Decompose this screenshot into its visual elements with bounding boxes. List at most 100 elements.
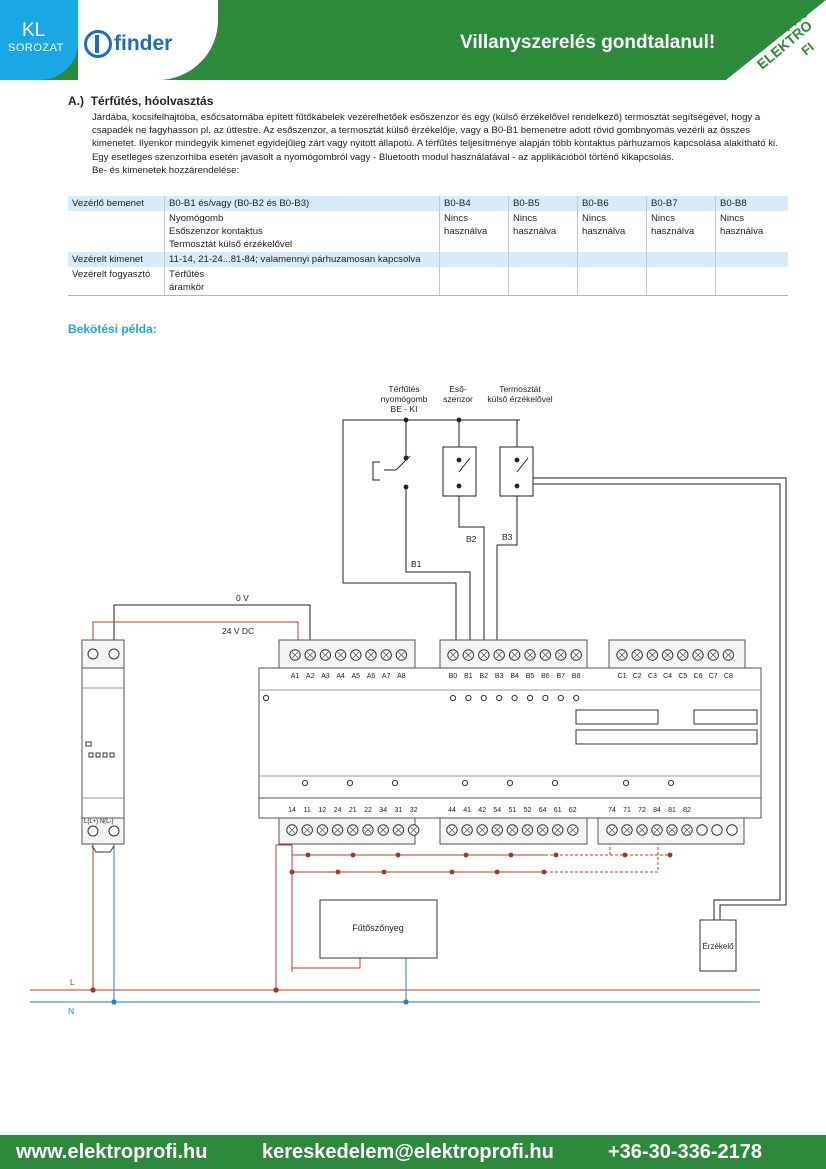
terminal-label-61: 61 (554, 807, 562, 814)
finder-logo-icon (84, 30, 112, 58)
live-label: L (70, 977, 75, 987)
terminal-label-74: 74 (608, 807, 616, 814)
page-footer: www.elektroprofi.hu kereskedelem@elektro… (0, 1135, 826, 1169)
terminal-screw-slot (572, 651, 580, 659)
terminal-label-72: 72 (638, 807, 646, 814)
terminal-screw-slot (494, 826, 501, 834)
psu-terminal-label: L(L+) N(L-) (84, 819, 114, 825)
junction-dot (90, 987, 96, 993)
junction-dot (456, 417, 462, 423)
terminal-screw-slot (306, 651, 314, 659)
table-cell (508, 252, 578, 267)
table-cell: B0-B6 (577, 196, 647, 211)
external-sensor-box (699, 919, 737, 972)
terminal-screw-slot (623, 826, 631, 834)
table-cell (715, 252, 788, 267)
junction-dot (514, 457, 520, 463)
status-led (573, 694, 580, 702)
junction-dot (541, 869, 547, 875)
junction-dot (456, 457, 462, 463)
thermostat-label-2: külső érzékelővel (487, 394, 552, 404)
status-led (346, 779, 354, 787)
table-row: Vezérelt fogyasztó Térfűtés áramkör (68, 267, 788, 296)
terminal-label-82: 82 (683, 807, 691, 814)
bus-dashed-lower (545, 840, 659, 873)
table-row: Vezérlő bemenet B0-B1 és/vagy (B0-B2 és … (68, 196, 788, 211)
terminal-screw-slot (694, 651, 702, 659)
terminal-label-14: 14 (288, 807, 296, 814)
footer-website[interactable]: www.elektroprofi.hu (16, 1141, 208, 1163)
wire-common-top (342, 419, 520, 583)
junction-dot (667, 852, 673, 858)
row-header: Vezérelt fogyasztó (68, 267, 165, 296)
table-cell: Nincs használva (508, 211, 578, 252)
neutral-label: N (68, 1006, 74, 1016)
table-row: Nyomógomb Esőszenzor kontaktus Termosztá… (68, 211, 788, 252)
status-led (526, 694, 534, 702)
terminal-screw-slot (526, 651, 534, 659)
external-sensor-label: Érzékelő (702, 942, 734, 951)
pushbutton-label-1: Térfűtés (388, 384, 419, 394)
rain-sensor-contact (458, 457, 471, 473)
terminal-label-B3: B3 (495, 673, 504, 680)
table-cell (439, 252, 509, 267)
wire-24v (92, 621, 299, 650)
status-led (557, 694, 564, 702)
terminal-slot-empty (711, 824, 723, 836)
terminal-label-A2: A2 (306, 673, 315, 680)
status-led (391, 779, 399, 787)
table-cell (577, 267, 647, 296)
junction-dot (449, 869, 455, 875)
terminal-label-C1: C1 (618, 673, 627, 680)
finder-logo: finder (78, 0, 218, 80)
terminal-screw-slot (337, 651, 344, 659)
status-led (667, 779, 675, 787)
wire-live-feed (275, 844, 292, 990)
terminal-screw-slot (511, 651, 518, 659)
status-led (301, 779, 309, 787)
table-row: Vezérelt kimenet 11-14, 21-24...81-84; v… (68, 252, 788, 267)
junction-dot (395, 852, 401, 858)
power-supply-module (81, 639, 125, 853)
terminal-screw-slot (542, 651, 549, 659)
junction-dot (456, 483, 462, 489)
terminal-screw-slot (709, 651, 717, 659)
table-cell-main: Térfűtés áramkör (164, 267, 440, 296)
terminal-label-A1: A1 (291, 673, 300, 680)
terminal-label-22: 22 (364, 807, 372, 814)
terminal-label-A8: A8 (397, 673, 406, 680)
terminal-screw-slot (465, 651, 472, 659)
terminal-label-B7: B7 (557, 673, 566, 680)
junction-dot (508, 852, 514, 858)
terminal-screw-slot (679, 651, 687, 659)
terminal-label-A5: A5 (352, 673, 361, 680)
terminal-screw-slot (524, 826, 531, 834)
label-0v: 0 V (236, 593, 249, 603)
terminal-label-A6: A6 (367, 673, 376, 680)
terminal-screw-slot (683, 826, 691, 834)
footer-email[interactable]: kereskedelem@elektroprofi.hu (262, 1141, 554, 1163)
terminal-label-B1: B1 (464, 673, 473, 680)
section-title: A.) Térfűtés, hóolvasztás (68, 94, 213, 108)
terminal-label-21: 21 (349, 807, 357, 814)
terminal-screw-slot (480, 651, 488, 659)
terminal-screw-slot (410, 826, 417, 834)
junction-dot (305, 852, 311, 858)
junction-dot (553, 852, 559, 858)
terminal-label-B4: B4 (510, 673, 519, 680)
terminal-label-44: 44 (448, 807, 456, 814)
terminal-label-C3: C3 (648, 673, 657, 680)
section-paragraph: Járdába, kocsifelhajtóba, esőcsatornába … (92, 112, 778, 163)
status-led (480, 694, 487, 702)
terminal-screw-slot (633, 651, 641, 659)
table-cell: Nincs használva (720, 213, 764, 237)
table-cell-main: 11-14, 21-24...81-84; valamennyi párhuza… (164, 252, 440, 267)
terminal-slot-empty (696, 824, 708, 836)
terminal-screw-slot (618, 651, 626, 659)
wire-0v (113, 604, 311, 650)
wire-label-b2: B2 (466, 534, 477, 544)
terminal-label-B2: B2 (480, 673, 489, 680)
terminal-screw-slot (352, 651, 360, 659)
terminal-screw-slot (303, 826, 311, 834)
terminal-label-71: 71 (623, 807, 631, 814)
